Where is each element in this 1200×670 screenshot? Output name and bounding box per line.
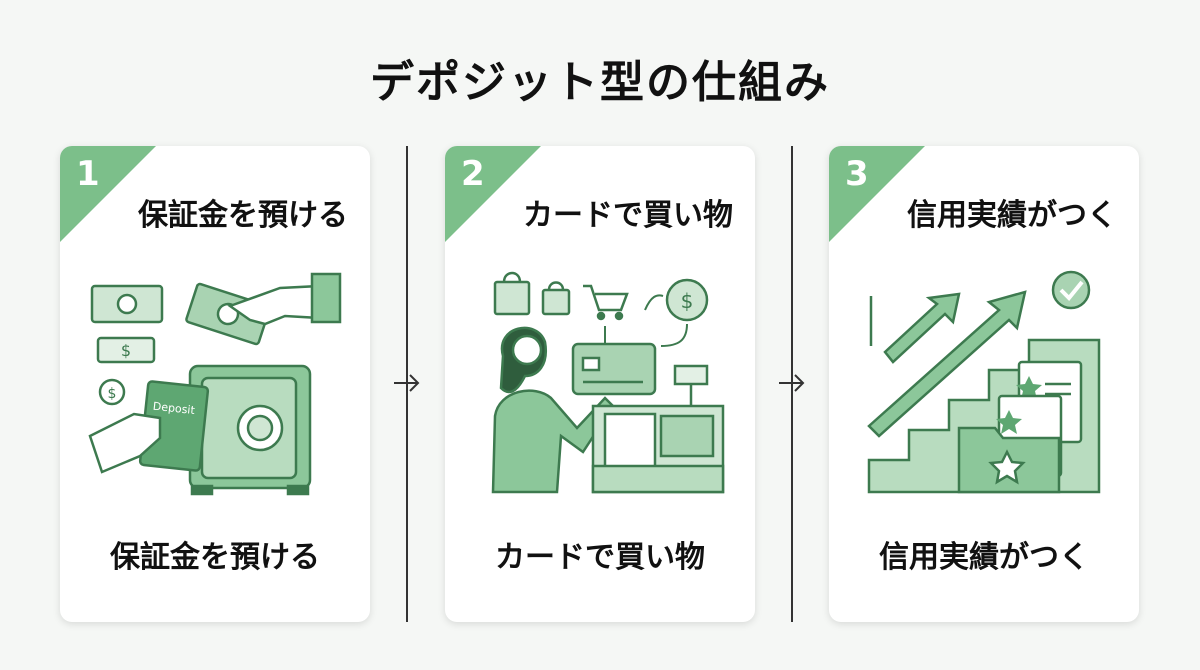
flow-arrow-icon xyxy=(644,294,664,311)
step-heading: 保証金を預ける xyxy=(138,198,348,233)
svg-text:$: $ xyxy=(108,386,117,402)
shopping-cart-icon xyxy=(583,284,629,321)
credit-history-illustration xyxy=(867,270,1101,494)
credit-card-icon xyxy=(571,342,657,396)
step-card-3: 3 信用実績がつく 信用実績がつく xyxy=(829,146,1139,622)
step-card-2: 2 カードで買い物 $ xyxy=(445,146,755,622)
growth-arrow-icon xyxy=(883,292,961,364)
coin-icon: $ xyxy=(98,378,126,406)
shopper-icon xyxy=(491,326,615,494)
check-badge-icon xyxy=(1051,270,1091,310)
page-title: デポジット型の仕組み xyxy=(370,57,830,108)
arrow-right-icon xyxy=(394,374,420,392)
step-number: 3 xyxy=(845,154,869,194)
card-shopping-illustration: $ xyxy=(491,271,725,494)
step-heading: 信用実績がつく xyxy=(907,198,1117,233)
safe-icon xyxy=(188,364,312,496)
step-number: 2 xyxy=(461,154,485,194)
shopping-bag-icon xyxy=(541,281,571,316)
step-caption: 信用実績がつく xyxy=(879,540,1089,575)
step-number-badge xyxy=(445,146,541,242)
banknote-icon xyxy=(90,284,164,324)
folder-icon xyxy=(957,426,1061,494)
hand-icon xyxy=(88,412,162,474)
step-caption: カードで買い物 xyxy=(495,540,705,575)
flow-arrow-icon xyxy=(660,323,688,347)
growth-arrow-icon xyxy=(867,290,1027,438)
step-heading: カードで買い物 xyxy=(523,198,733,233)
arrow-right-icon xyxy=(779,374,805,392)
dollar-note-icon: $ xyxy=(96,336,156,364)
svg-text:$: $ xyxy=(121,341,131,360)
cash-register-icon xyxy=(591,364,725,494)
shopping-bag-icon xyxy=(493,271,531,316)
dollar-coin-icon: $ xyxy=(665,278,709,322)
passbook-label: Deposit xyxy=(152,400,196,417)
step-card-1: 1 保証金を預ける $ $ xyxy=(60,146,370,622)
step-number-badge xyxy=(60,146,156,242)
step-number: 1 xyxy=(76,154,100,194)
hand-icon xyxy=(227,284,322,326)
svg-text:$: $ xyxy=(681,289,694,313)
step-number-badge xyxy=(829,146,925,242)
step-caption: 保証金を預ける xyxy=(110,540,320,575)
safe-deposit-illustration: $ $ Deposit xyxy=(88,272,342,496)
